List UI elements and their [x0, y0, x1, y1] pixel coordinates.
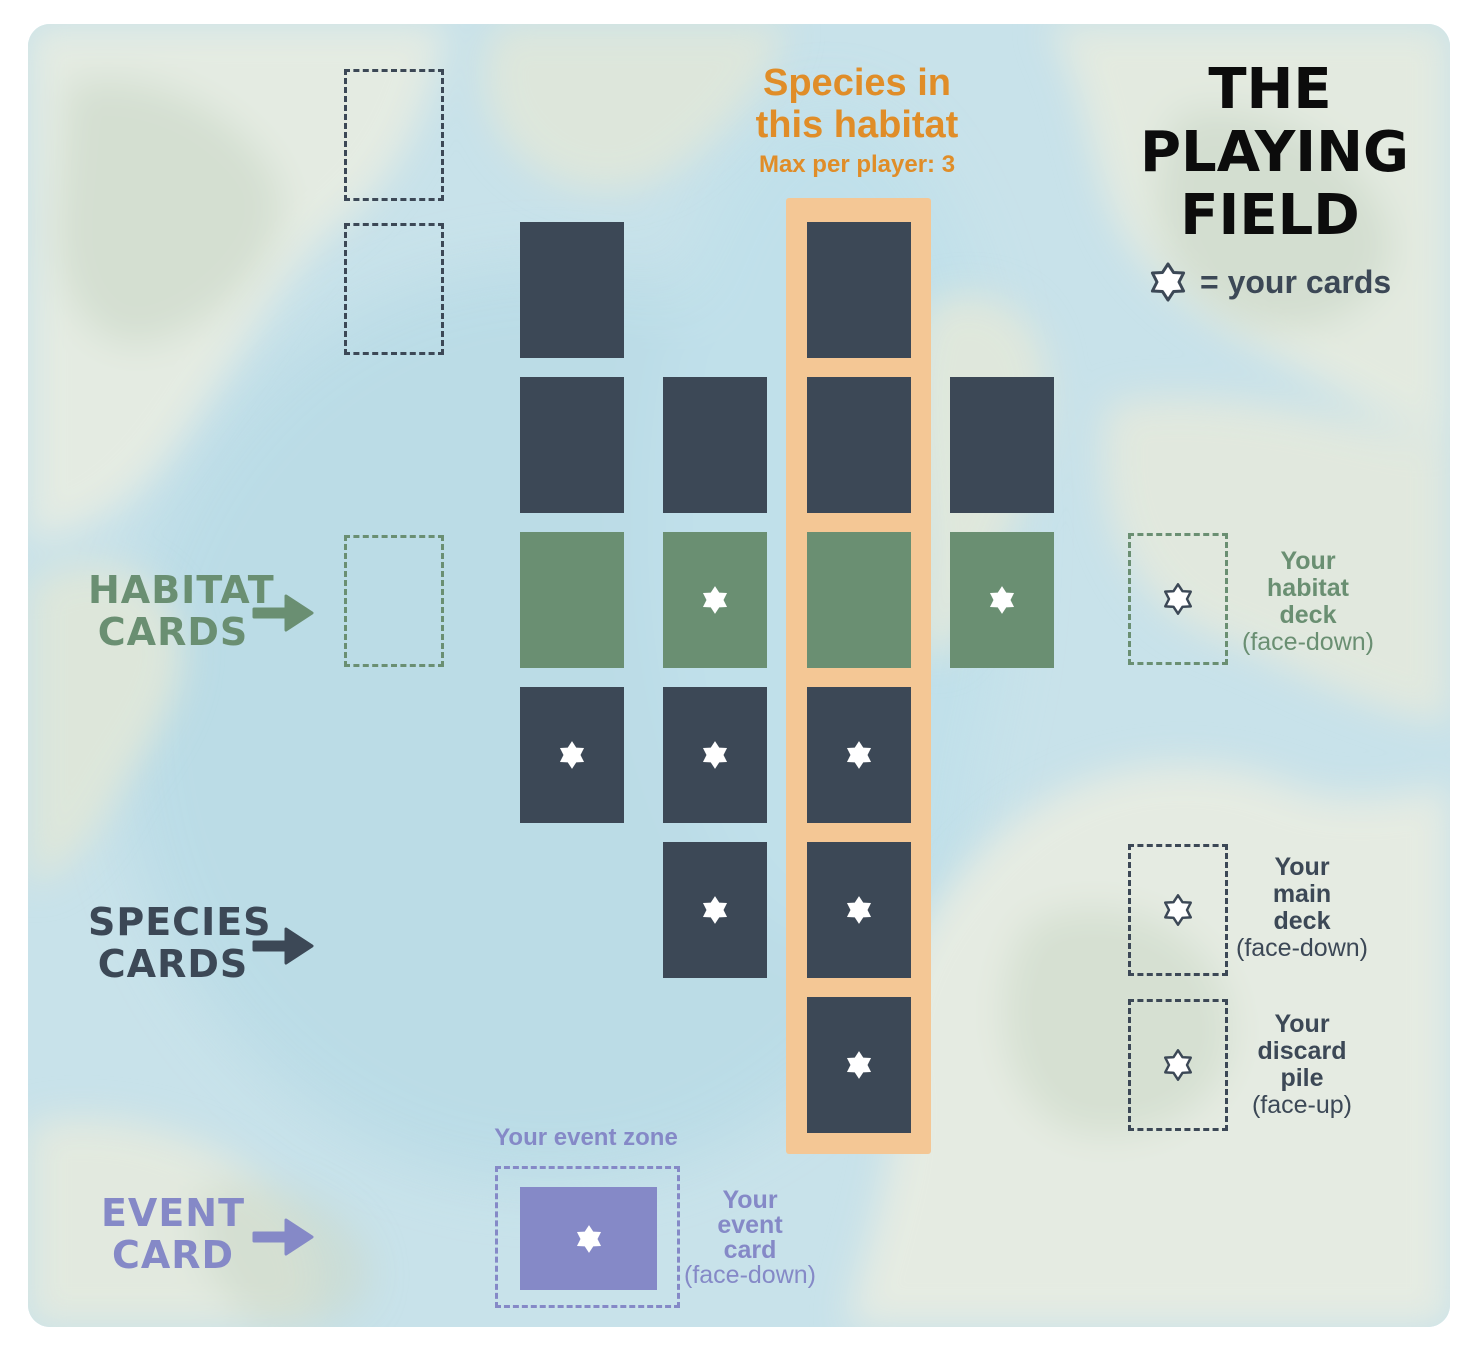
- species-card[interactable]: [520, 222, 624, 358]
- habitat-card[interactable]: [807, 532, 911, 668]
- species-card[interactable]: [520, 377, 624, 513]
- empty-species-slot[interactable]: [344, 223, 444, 355]
- star-icon: [576, 1224, 601, 1253]
- species-card[interactable]: [663, 842, 767, 978]
- label-line: SPECIES: [88, 900, 272, 944]
- event-zone[interactable]: [495, 1166, 680, 1308]
- species-card[interactable]: [663, 687, 767, 823]
- card-grid: [28, 24, 1450, 1327]
- species-cards-label: SPECIES CARDS: [88, 900, 272, 986]
- species-card[interactable]: [807, 842, 911, 978]
- discard-pile-label: Your discard pile (face-up): [1251, 1010, 1353, 1119]
- event-card-label: EVENT CARD: [88, 1192, 258, 1276]
- star-icon: [702, 586, 728, 614]
- habitat-deck-label: Your habitat deck (face-down): [1242, 547, 1374, 656]
- playing-field-board: Species in this habitat Max per player: …: [28, 24, 1450, 1327]
- star-icon: [702, 896, 728, 924]
- arrow-right-icon: [252, 1218, 314, 1256]
- discard-pile-slot[interactable]: [1128, 999, 1228, 1131]
- habitat-card[interactable]: [520, 532, 624, 668]
- event-card[interactable]: [520, 1187, 657, 1290]
- label-line: HABITAT: [88, 568, 275, 612]
- star-outline-icon: [1164, 583, 1192, 615]
- arrow-right-icon: [252, 927, 314, 965]
- habitat-card[interactable]: [950, 532, 1054, 668]
- column-header-line2: this habitat: [755, 104, 959, 146]
- habitat-deck-slot[interactable]: [1128, 533, 1228, 665]
- empty-species-slot[interactable]: [344, 69, 444, 201]
- species-card[interactable]: [663, 377, 767, 513]
- max-per-player: Max per player: 3: [758, 151, 956, 178]
- star-icon: [989, 586, 1015, 614]
- species-card[interactable]: [520, 687, 624, 823]
- star-icon: [846, 741, 872, 769]
- label-line: CARD: [111, 1233, 235, 1277]
- species-card[interactable]: [807, 377, 911, 513]
- label-line: CARDS: [97, 610, 249, 654]
- arrow-right-icon: [252, 594, 314, 632]
- title-line: FIELD: [1180, 183, 1360, 248]
- star-icon: [846, 896, 872, 924]
- star-outline-icon: [1150, 262, 1186, 302]
- species-card[interactable]: [807, 997, 911, 1133]
- empty-habitat-slot[interactable]: [344, 535, 444, 667]
- star-icon: [846, 1051, 872, 1079]
- species-card[interactable]: [807, 222, 911, 358]
- habitat-cards-label: HABITAT CARDS: [88, 568, 275, 654]
- column-header: Species in this habitat Max per player: …: [734, 62, 980, 184]
- event-zone-label: Your event zone: [494, 1124, 678, 1151]
- legend-text: = your cards: [1200, 263, 1392, 300]
- star-outline-icon: [1164, 1049, 1192, 1081]
- star-icon: [702, 741, 728, 769]
- species-card[interactable]: [950, 377, 1054, 513]
- habitat-card[interactable]: [663, 532, 767, 668]
- legend: = your cards: [1146, 260, 1391, 304]
- title-line: THE: [1208, 57, 1332, 122]
- column-header-line1: Species in: [763, 62, 951, 104]
- event-card-text: Your event card (face-down): [684, 1186, 816, 1289]
- page-title: THE PLAYING FIELD: [1140, 57, 1409, 248]
- title-line: PLAYING: [1140, 120, 1409, 185]
- star-icon: [559, 741, 585, 769]
- species-card[interactable]: [807, 687, 911, 823]
- main-deck-slot[interactable]: [1128, 844, 1228, 976]
- label-line: CARDS: [97, 942, 249, 986]
- label-line: EVENT: [100, 1191, 246, 1235]
- star-outline-icon: [1164, 894, 1192, 926]
- main-deck-label: Your main deck (face-down): [1236, 853, 1368, 962]
